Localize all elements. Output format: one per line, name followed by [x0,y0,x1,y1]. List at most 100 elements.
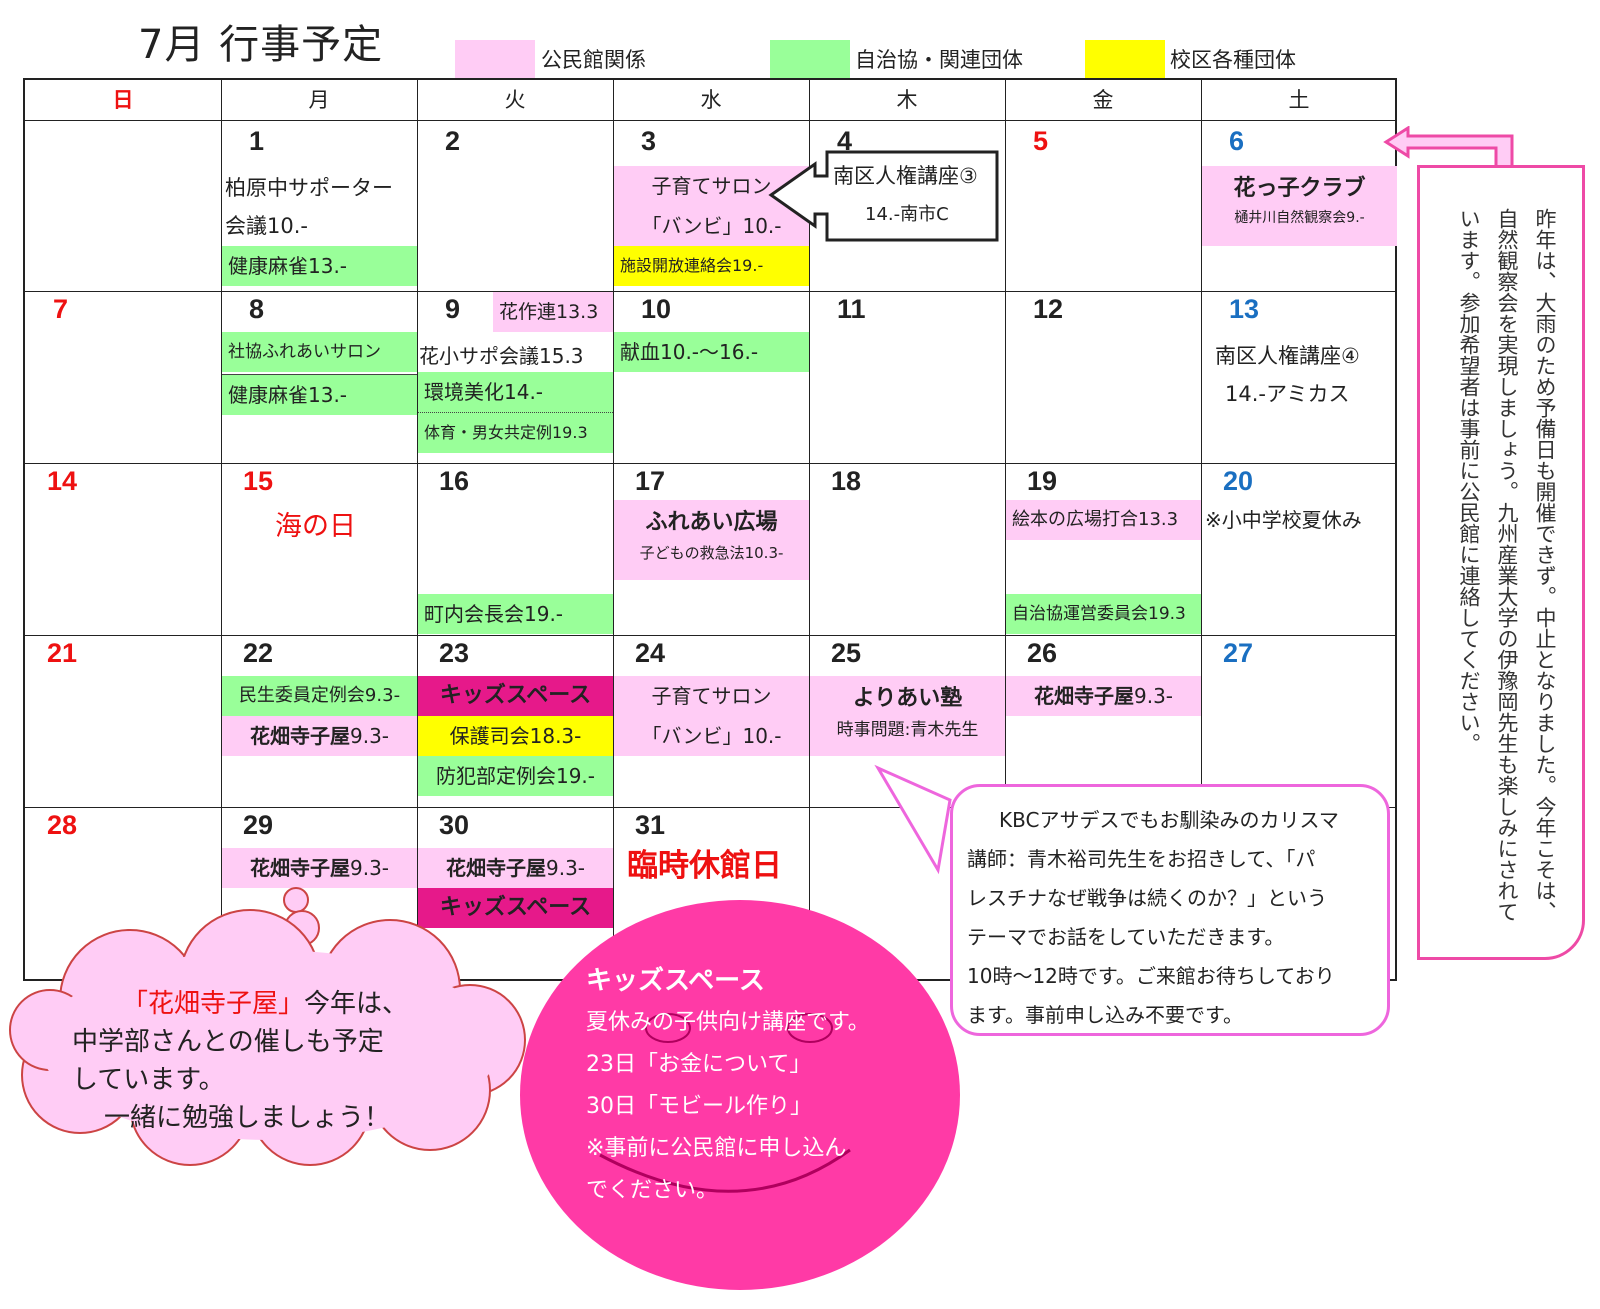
weekday-header-mon: 月 [308,88,330,112]
kids-line: 30日「モビール作り」 [586,1094,812,1119]
event-block: キッズスペース [418,888,613,928]
day-number: 22 [243,638,274,668]
day-number: 27 [1223,638,1254,668]
day-number: 12 [1033,294,1064,324]
event-text: よりあい塾 [852,686,963,711]
day-number: 10 [641,294,672,324]
event-text: ふれあい広場 [645,510,778,535]
kids-line: でください。 [586,1178,719,1203]
side-note-text: 昨年は、大雨のため予備日も開催できず。中止となりました。今年こそは、自然観察会を… [1457,208,1557,922]
day-number: 1 [249,126,265,156]
day-number: 26 [1027,638,1058,668]
bubble-line: テーマでお話をしていただきます。 [967,925,1285,949]
grid-line [613,80,614,979]
legend-swatch-kouku [1085,40,1165,80]
event-text: 子育てサロン [651,684,772,708]
bubble-line: 講師：青木裕司先生をお招きして、「パ [967,847,1316,871]
bubble-tail [874,764,952,875]
event-block: よりあい塾 時事問題:青木先生 [810,676,1005,756]
day-number: 5 [1033,126,1049,156]
event-block: 防犯部定例会19.- [418,756,613,796]
weekday-header-sat: 土 [1288,88,1310,112]
event-text: 樋井川自然観察会9.- [1234,210,1365,226]
event-block: 花畑寺子屋9.3- [1006,676,1201,716]
speech-bubble: KBCアサデスでもお馴染みのカリスマ 講師：青木裕司先生をお招きして、「パ レス… [950,784,1390,1036]
event-block: 環境美化14.- [418,372,613,413]
event-time: 9.3- [349,856,390,880]
event-block: 花畑寺子屋9.3- [418,848,613,888]
event-text: 南区人権講座④ [1215,344,1360,368]
event-text: 花っ子クラブ [1233,176,1366,201]
event-text: 花小サポ会議15.3 [419,344,584,368]
day-number: 30 [439,810,470,840]
event-block: 町内会長会19.- [418,594,613,634]
legend-swatch-kominkan [455,40,535,80]
event-block: 社協ふれあいサロン [222,332,417,372]
kids-line: 夏休みの子供向け講座です。 [586,1010,870,1035]
day-number: 29 [243,810,274,840]
day-number: 11 [837,294,866,324]
day-number: 13 [1229,294,1260,324]
event-block: 自治協運営委員会19.3 [1006,594,1201,634]
legend-swatch-jichikyo [770,40,850,80]
event-block: ふれあい広場 子どもの救急法10.3- [614,500,809,580]
event-block: キッズスペース [418,676,613,716]
event-block: 民生委員定例会9.3- [222,676,417,716]
closed-day-label: 臨時休館日 [627,848,782,884]
weekday-header-thu: 木 [896,88,918,112]
bubble-line: ます。事前申し込み不要です。 [967,1003,1243,1027]
weekday-header-wed: 水 [700,88,722,112]
legend-label-jichikyo: 自治協・関連団体 [855,48,1023,72]
day-number: 19 [1027,466,1058,496]
day-number: 9 [445,294,461,324]
day-number: 18 [831,466,862,496]
day-number: 21 [47,638,78,668]
cloud-text: 「花畑寺子屋」今年は、 中学部さんとの催しも予定 しています。 一緒に勉強しまし… [72,985,512,1137]
bubble-line: 10時～12時です。ご来館お待ちしており [967,964,1335,988]
side-note-box: 昨年は、大雨のため予備日も開催できず。中止となりました。今年こそは、自然観察会を… [1417,165,1585,960]
bubble-line: レスチナなぜ戦争は続くのか？」という [967,886,1327,910]
event-text: 南区人権講座③ [833,164,978,188]
grid-line [25,120,1395,121]
grid-line [25,463,1395,464]
day-number: 17 [635,466,666,496]
event-text: 「バンビ」10.- [641,724,782,748]
event-block: 体育・男女共定例19.3 [418,413,613,453]
day-number: 3 [641,126,657,156]
event-block: 子育てサロン 「バンビ」10.- [614,166,809,246]
day-number: 28 [47,810,78,840]
grid-line [1005,80,1006,979]
event-block: 花畑寺子屋9.3- [222,716,417,756]
day-number: 8 [249,294,265,324]
arrow-callout [768,150,999,242]
weekday-header-tue: 火 [504,88,526,112]
grid-line [809,80,810,979]
kids-title: キッズスペース [586,966,765,996]
cloud-line: 中学部さんとの催しも予定 [72,1027,384,1057]
holiday-label: 海の日 [275,511,356,542]
grid-line [25,807,1395,808]
cloud-line: 今年は、 [304,989,409,1019]
event-text: 会議10.- [225,214,308,238]
day-number: 15 [243,466,274,496]
event-block: 健康麻雀13.- [222,374,417,415]
grid-line [221,80,222,979]
day-number: 25 [831,638,862,668]
event-text: 「バンビ」10.- [641,214,782,238]
cloud-line: 一緒に勉強しましょう！ [104,1103,391,1133]
smiley-features [599,1013,851,1193]
event-text: 花畑寺子屋 [249,724,350,748]
calendar-grid: 日 月 火 水 木 金 土 1 2 3 4 5 6 柏原中サポーター 会議10.… [23,78,1397,981]
day-number: 7 [53,294,69,324]
cloud-highlight: 「花畑寺子屋」 [122,989,305,1019]
day-number: 24 [635,638,666,668]
event-text: ※小中学校夏休み [1205,508,1362,532]
event-block: 花畑寺子屋9.3- [222,848,417,888]
event-text: 柏原中サポーター [225,176,393,200]
event-time: 9.3- [545,856,586,880]
bubble-line: KBCアサデスでもお馴染みのカリスマ [999,808,1339,832]
event-block: 健康麻雀13.- [222,246,417,286]
day-number: 31 [635,810,666,840]
legend-label-kominkan: 公民館関係 [541,48,646,72]
event-block: 花っ子クラブ 樋井川自然観察会9.- [1202,166,1397,246]
